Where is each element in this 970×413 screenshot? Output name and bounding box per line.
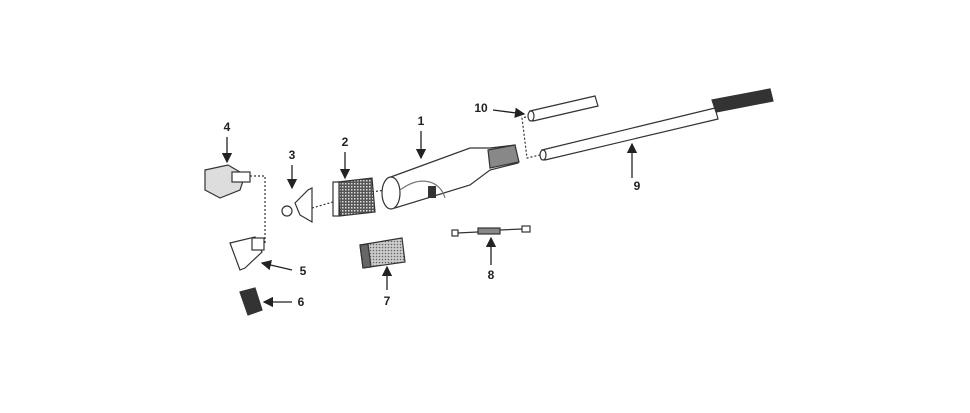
label-part-4: 4 <box>223 120 231 134</box>
part-4-vacuum-head <box>204 164 251 199</box>
label-part-3: 3 <box>288 148 296 162</box>
part-3-cone-adapter <box>281 187 313 224</box>
part-9-pole <box>539 88 774 161</box>
label-part-2: 2 <box>341 135 349 149</box>
label-part-10: 10 <box>474 101 488 115</box>
part-1-vacuum-body <box>381 144 520 210</box>
label-part-1: 1 <box>417 114 425 128</box>
part-2-filter <box>332 177 376 217</box>
connector-10-9 <box>521 116 541 159</box>
arrow-5 <box>260 260 293 271</box>
label-part-8: 8 <box>487 268 495 282</box>
label-part-7: 7 <box>383 294 391 308</box>
part-5-nozzle <box>229 236 265 271</box>
connector-4-5 <box>250 175 266 244</box>
part-8-charger-cable <box>451 225 531 237</box>
label-part-6: 6 <box>297 295 305 309</box>
label-part-5: 5 <box>299 264 307 278</box>
part-7-sponge-filter <box>359 237 406 269</box>
label-part-9: 9 <box>633 179 641 193</box>
arrow-10 <box>492 107 526 118</box>
part-6-brush <box>239 287 263 316</box>
part-10-short-pole <box>527 95 599 122</box>
